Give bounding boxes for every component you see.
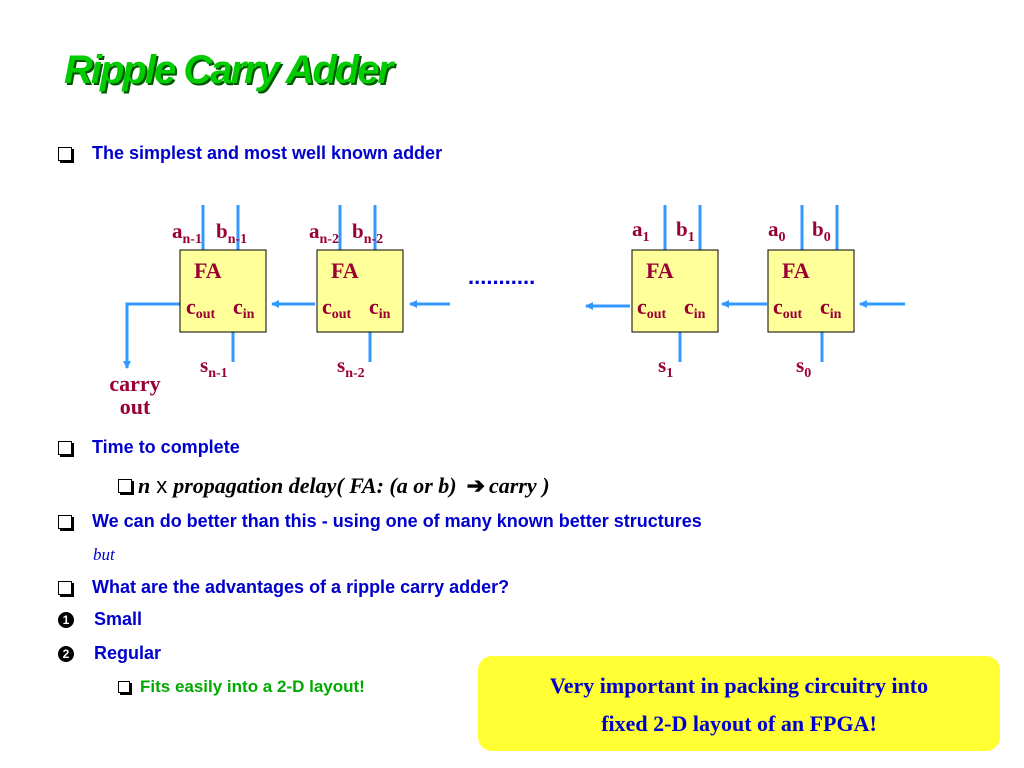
input-b-0: b0 <box>812 217 831 245</box>
sub-bullet-delay: n x propagation delay( FA: (a or b) ➔ ca… <box>118 473 550 499</box>
times-text: x <box>156 473 168 498</box>
input-a-1: a1 <box>632 217 650 245</box>
carry-text: carry ) <box>489 473 550 498</box>
cin-label: cin <box>369 294 391 322</box>
fa-label: FA <box>331 258 359 283</box>
input-labels: an-1 bn-1 an-2 bn-2 a1 b1 a0 b0 <box>172 217 831 247</box>
sum-1: s1 <box>658 353 673 381</box>
number-one-icon: 1 <box>58 611 74 628</box>
bullet-text: Fits easily into a 2-D layout! <box>140 677 365 696</box>
bullet-time: Time to complete <box>58 437 240 458</box>
fa-label: FA <box>782 258 810 283</box>
arrow-right-icon: ➔ <box>466 473 486 498</box>
carry-out-label-line1: carry <box>109 371 160 396</box>
sum-labels: sn-1 sn-2 s1 s0 <box>200 353 811 381</box>
bullet-text: Small <box>94 609 143 629</box>
input-a-n1: an-1 <box>172 219 202 247</box>
cin-label: cin <box>233 294 255 322</box>
checkbox-bullet-icon <box>118 479 132 493</box>
fa-box-1: FA cout cin <box>631 249 719 333</box>
bullet-advantages: What are the advantages of a ripple carr… <box>58 577 509 598</box>
checkbox-bullet-icon <box>58 580 72 595</box>
bullet-text: What are the advantages of a ripple carr… <box>92 577 510 597</box>
bullet-text: The simplest and most well known adder <box>92 143 443 163</box>
bullet-text: We can do better than this - using one o… <box>92 511 702 531</box>
n-text: n <box>138 473 151 498</box>
checkbox-bullet-icon <box>58 440 72 455</box>
bullet-better: We can do better than this - using one o… <box>58 511 702 532</box>
bullet-simplest: The simplest and most well known adder <box>58 143 442 164</box>
checkbox-bullet-icon <box>58 146 72 161</box>
callout-line2: fixed 2-D layout of an FPGA! <box>601 711 877 736</box>
input-a-0: a0 <box>768 217 786 245</box>
cout-label: cout <box>186 294 216 322</box>
carry-out-label-line2: out <box>120 394 151 419</box>
checkbox-bullet-icon <box>58 514 72 529</box>
cout-label: cout <box>637 294 667 322</box>
callout-line1: Very important in packing circuitry into <box>549 673 929 698</box>
input-b-1: b1 <box>676 217 695 245</box>
cin-label: cin <box>684 294 706 322</box>
carry-out-arrow <box>123 302 180 369</box>
fa-label: FA <box>646 258 674 283</box>
fa-box-0: FA cout cin <box>767 249 855 333</box>
fpga-callout: Very important in packing circuitry into… <box>478 656 1000 751</box>
slide-title: Ripple Carry Adder <box>64 48 393 92</box>
bullet-regular: 2 Regular <box>58 643 161 664</box>
sum-n1: sn-1 <box>200 353 228 381</box>
carry-wires <box>123 300 905 369</box>
input-b-n1: bn-1 <box>216 219 247 247</box>
bullet-small: 1 Small <box>58 609 142 630</box>
ellipsis-dots: ........... <box>468 264 535 289</box>
input-a-n2: an-2 <box>309 219 339 247</box>
bullet-fits-2d: Fits easily into a 2-D layout! <box>118 677 365 697</box>
checkbox-bullet-icon <box>118 681 130 693</box>
sum-wires <box>231 332 824 362</box>
delay-text: propagation delay( FA: (a or b) <box>173 473 457 498</box>
cout-label: cout <box>322 294 352 322</box>
cout-label: cout <box>773 294 803 322</box>
input-wires <box>201 205 839 250</box>
input-b-n2: bn-2 <box>352 219 383 247</box>
fa-box-n1: FA cout cin <box>179 249 267 333</box>
sum-0: s0 <box>796 353 811 381</box>
bullet-text: Time to complete <box>92 437 240 457</box>
cin-label: cin <box>820 294 842 322</box>
but-text: but <box>93 545 115 564</box>
fa-box-n2: FA cout cin <box>316 249 404 333</box>
fa-label: FA <box>194 258 222 283</box>
number-two-icon: 2 <box>58 645 74 662</box>
sum-n2: sn-2 <box>337 353 365 381</box>
bullet-text: Regular <box>94 643 162 663</box>
